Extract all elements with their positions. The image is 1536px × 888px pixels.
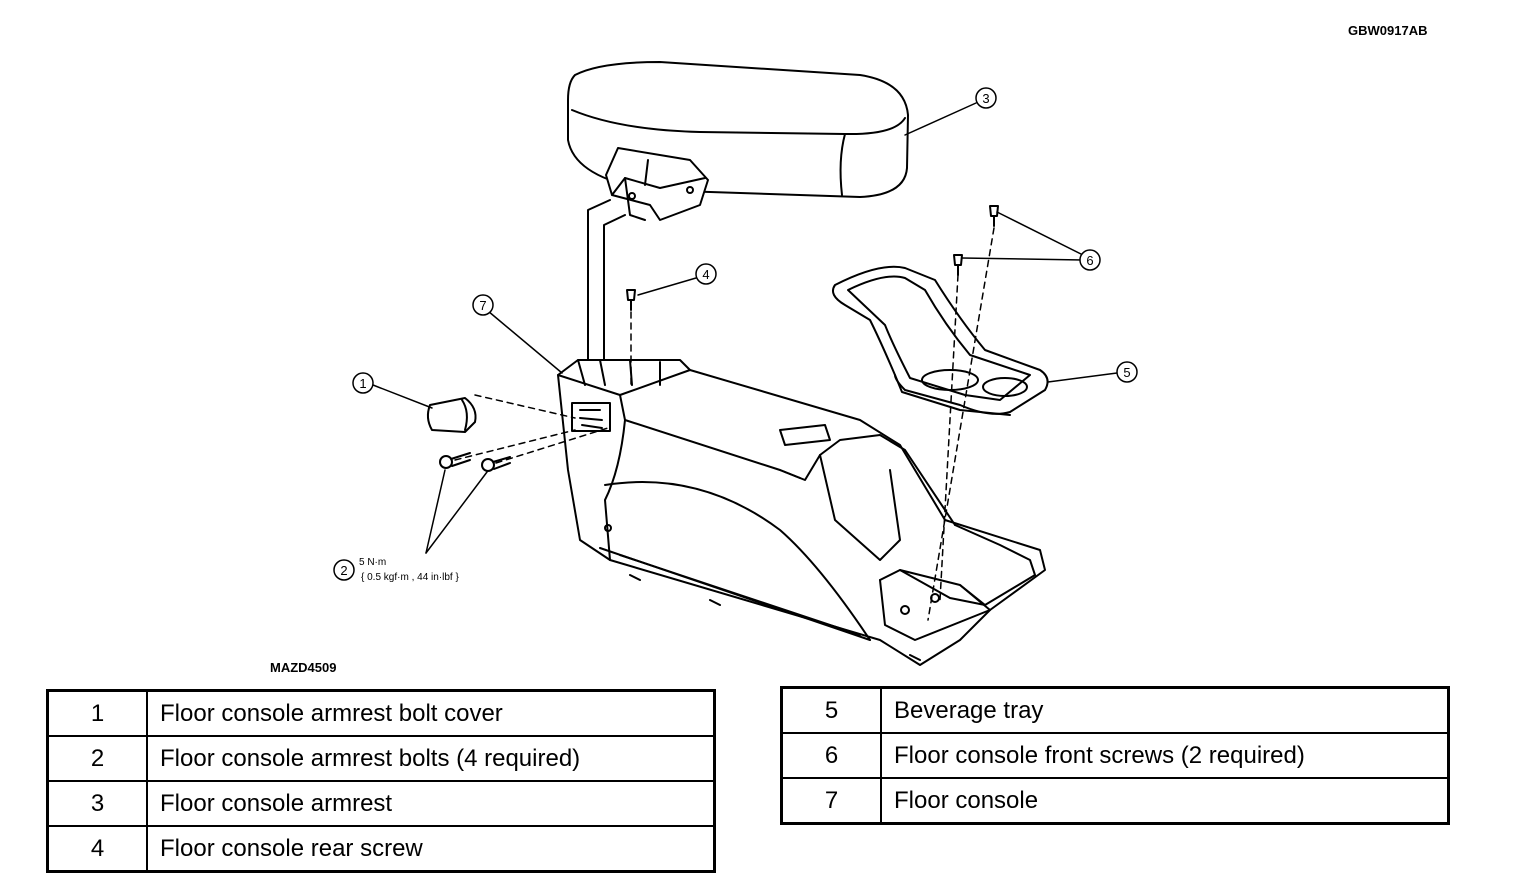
- alignment-lines: [454, 227, 995, 621]
- torque-value: 5 N·m: [359, 557, 386, 568]
- legend-number: 3: [46, 780, 148, 827]
- legend-row: 1 Floor console armrest bolt cover: [46, 689, 716, 737]
- beverage-tray-drawing: [832, 265, 1049, 416]
- armrest-drawing: [567, 61, 909, 386]
- callout-7: 7: [472, 294, 494, 316]
- svg-text:5: 5: [1123, 365, 1130, 380]
- armrest-bolts-drawing: [439, 452, 511, 472]
- svg-text:1: 1: [359, 376, 366, 391]
- floor-console-drawing: [557, 359, 1046, 666]
- legend-description: Floor console rear screw: [146, 825, 716, 873]
- legend-row: 7 Floor console: [780, 777, 1450, 825]
- image-code: MAZD4509: [270, 660, 336, 675]
- legend-number: 7: [780, 777, 882, 825]
- screws-drawing: [626, 205, 999, 311]
- legend-row: 6 Floor console front screws (2 required…: [780, 732, 1450, 779]
- legend-number: 4: [46, 825, 148, 873]
- svg-text:6: 6: [1086, 253, 1093, 268]
- legend-number: 6: [780, 732, 882, 779]
- svg-text:4: 4: [702, 267, 709, 282]
- legend-table-right: 5 Beverage tray 6 Floor console front sc…: [780, 686, 1450, 825]
- callout-6: 6: [1079, 249, 1101, 271]
- legend-table-left: 1 Floor console armrest bolt cover 2 Flo…: [46, 689, 716, 873]
- callout-5: 5: [1116, 361, 1138, 383]
- legend-description: Floor console: [880, 777, 1450, 825]
- callout-3: 3: [975, 87, 997, 109]
- legend-description: Floor console armrest: [146, 780, 716, 827]
- callout-4: 4: [695, 263, 717, 285]
- legend-description: Beverage tray: [880, 686, 1450, 734]
- legend-description: Floor console armrest bolts (4 required): [146, 735, 716, 782]
- callout-1: 1: [352, 372, 374, 394]
- legend-row: 3 Floor console armrest: [46, 780, 716, 827]
- legend-description: Floor console front screws (2 required): [880, 732, 1450, 779]
- svg-text:7: 7: [479, 298, 486, 313]
- legend-row: 2 Floor console armrest bolts (4 require…: [46, 735, 716, 782]
- svg-text:2: 2: [340, 563, 347, 578]
- bolt-cover-drawing: [426, 397, 611, 433]
- torque-detail: { 0.5 kgf·m , 44 in·lbf }: [361, 572, 459, 583]
- figure-code: GBW0917AB: [1348, 23, 1427, 38]
- legend-number: 1: [46, 689, 148, 737]
- svg-text:3: 3: [982, 91, 989, 106]
- callout-2: 2: [333, 559, 355, 581]
- leader-lines: [372, 102, 1118, 554]
- legend-number: 2: [46, 735, 148, 782]
- legend-row: 4 Floor console rear screw: [46, 825, 716, 873]
- legend-number: 5: [780, 686, 882, 734]
- legend-row: 5 Beverage tray: [780, 686, 1450, 734]
- legend-description: Floor console armrest bolt cover: [146, 689, 716, 737]
